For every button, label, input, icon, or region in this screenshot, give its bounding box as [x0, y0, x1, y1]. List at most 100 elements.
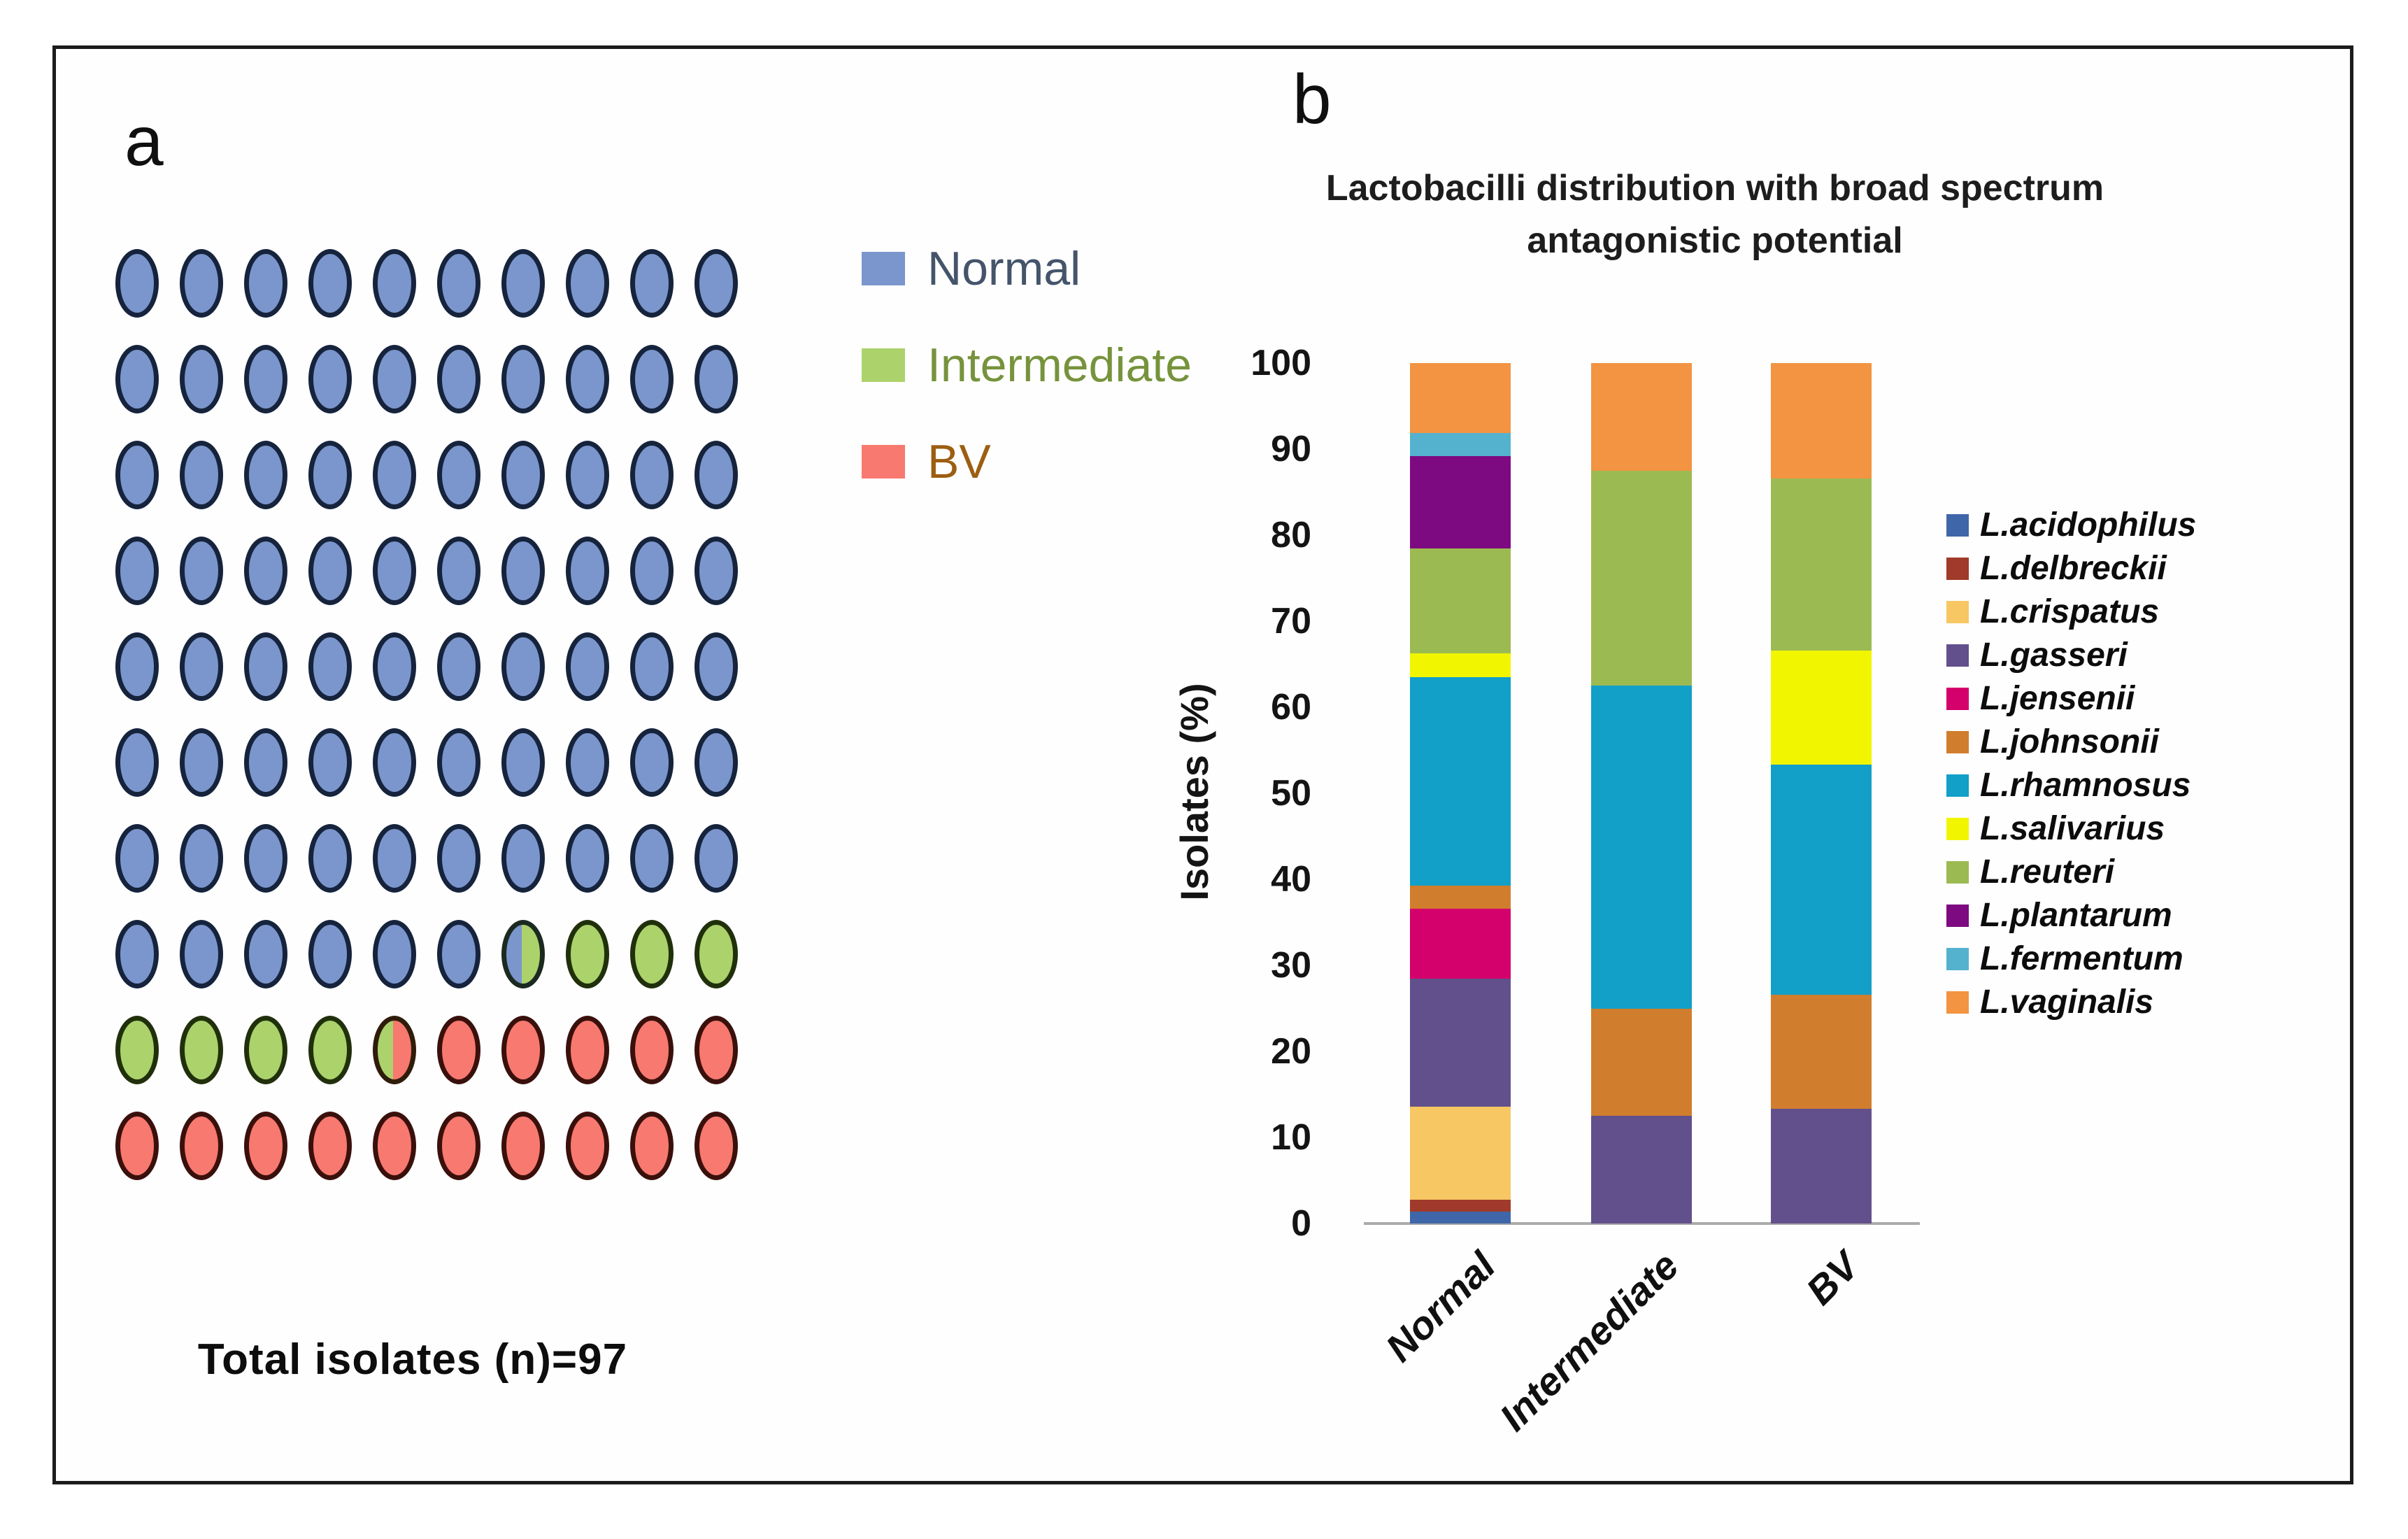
isolate-dot-normal	[115, 440, 159, 509]
waffle-cell	[555, 1002, 620, 1098]
legend-swatch	[1946, 991, 1969, 1014]
waffle-cell	[620, 523, 684, 618]
isolate-dot-intermediate	[566, 919, 609, 988]
waffle-cell	[169, 235, 234, 331]
chart-title-line2: antagonistic potential	[1527, 220, 1903, 262]
segment-l-salivarius	[1771, 650, 1872, 765]
waffle-cell	[105, 523, 169, 618]
isolate-dot-normal	[437, 248, 480, 318]
waffle-cell	[555, 714, 620, 810]
isolate-dot-normal	[694, 632, 738, 701]
waffle-cell	[169, 906, 234, 1002]
segment-l-salivarius	[1410, 653, 1511, 677]
isolate-dot-normal	[437, 440, 480, 509]
waffle-cell	[169, 1098, 234, 1193]
legend-swatch	[862, 348, 905, 382]
isolate-dot-normal	[308, 536, 352, 605]
isolate-dot-normal	[566, 440, 609, 509]
waffle-cell	[620, 1002, 684, 1098]
waffle-cell	[491, 523, 555, 618]
isolate-dot-normal	[180, 728, 223, 797]
panel-b-label: b	[1292, 60, 1332, 139]
isolate-dot-normal	[244, 248, 287, 318]
isolate-dot-normal	[244, 536, 287, 605]
waffle-cell	[427, 523, 491, 618]
isolate-dot-normal	[115, 536, 159, 605]
figure-border	[52, 45, 2353, 1484]
waffle-cell	[684, 810, 748, 906]
isolate-dot-normal	[180, 440, 223, 509]
isolate-dot-normal	[180, 823, 223, 893]
waffle-cell	[105, 714, 169, 810]
waffle-cell	[362, 1002, 427, 1098]
isolate-dot-normal	[373, 632, 416, 701]
legend-label: L.plantarum	[1980, 897, 2172, 934]
waffle-cell	[427, 331, 491, 427]
legend-label: BV	[927, 435, 991, 488]
isolate-dot-intermediate	[180, 1015, 223, 1084]
waffle-cell	[620, 427, 684, 523]
y-tick-70: 70	[1271, 601, 1311, 641]
segment-l-acidophilus	[1410, 1211, 1511, 1224]
legend-label: L.delbreckii	[1980, 550, 2167, 587]
waffle-cell	[427, 235, 491, 331]
isolate-dot-bv	[566, 1015, 609, 1084]
segment-l-johnsonii	[1591, 1008, 1692, 1116]
isolate-dot-normal	[244, 823, 287, 893]
isolate-dot-intermediate	[694, 919, 738, 988]
isolate-dot-normal	[437, 344, 480, 413]
y-tick-80: 80	[1271, 515, 1311, 555]
species-legend-item-l-fermentum: L.fermentum	[1946, 942, 2196, 976]
waffle-cell	[555, 810, 620, 906]
waffle-cell	[105, 810, 169, 906]
waffle-cell	[620, 714, 684, 810]
waffle-cell	[169, 810, 234, 906]
isolate-dot-normal	[373, 728, 416, 797]
waffle-cell	[362, 618, 427, 714]
waffle-cell	[362, 1098, 427, 1193]
waffle-cell	[491, 810, 555, 906]
bar-bv	[1771, 363, 1872, 1224]
waffle-cell	[169, 331, 234, 427]
waffle-cell	[362, 714, 427, 810]
isolate-dot-normal	[630, 440, 674, 509]
waffle-cell	[234, 1002, 298, 1098]
waffle-cell	[234, 331, 298, 427]
waffle-cell	[105, 618, 169, 714]
segment-l-johnsonii	[1410, 886, 1511, 909]
isolate-dot-normal	[373, 536, 416, 605]
isolate-dot-normal	[180, 536, 223, 605]
waffle-cell	[684, 906, 748, 1002]
isolate-dot-normal	[308, 632, 352, 701]
isolate-dot-normal	[308, 248, 352, 318]
species-legend-item-l-delbreckii: L.delbreckii	[1946, 550, 2196, 587]
waffle-cell	[234, 1098, 298, 1193]
isolate-dot-normal	[501, 344, 545, 413]
waffle-cell	[234, 906, 298, 1002]
x-axis-line	[1364, 1222, 1920, 1225]
isolate-dot-normal	[244, 728, 287, 797]
isolate-dot-normal	[694, 536, 738, 605]
isolate-dot-normal	[180, 344, 223, 413]
legend-label: L.jensenii	[1980, 680, 2135, 717]
waffle-cell	[169, 618, 234, 714]
isolate-dot-normal	[180, 248, 223, 318]
isolate-dot-normal	[244, 440, 287, 509]
isolate-dot-normal	[115, 632, 159, 701]
legend-swatch	[1946, 731, 1969, 753]
waffle-cell	[234, 235, 298, 331]
legend-label: Normal	[927, 242, 1081, 295]
isolate-dot-normal	[115, 248, 159, 318]
isolate-dot-bv	[437, 1015, 480, 1084]
waffle-cell	[427, 1002, 491, 1098]
isolate-dot-normal	[566, 632, 609, 701]
isolate-dot-bv	[373, 1111, 416, 1180]
waffle-cell	[620, 331, 684, 427]
isolate-dot-intermediate	[244, 1015, 287, 1084]
waffle-cell	[298, 810, 362, 906]
waffle-cell	[234, 714, 298, 810]
isolate-dot-normal	[501, 248, 545, 318]
waffle-cell	[555, 523, 620, 618]
segment-l-jensenii	[1410, 909, 1511, 979]
